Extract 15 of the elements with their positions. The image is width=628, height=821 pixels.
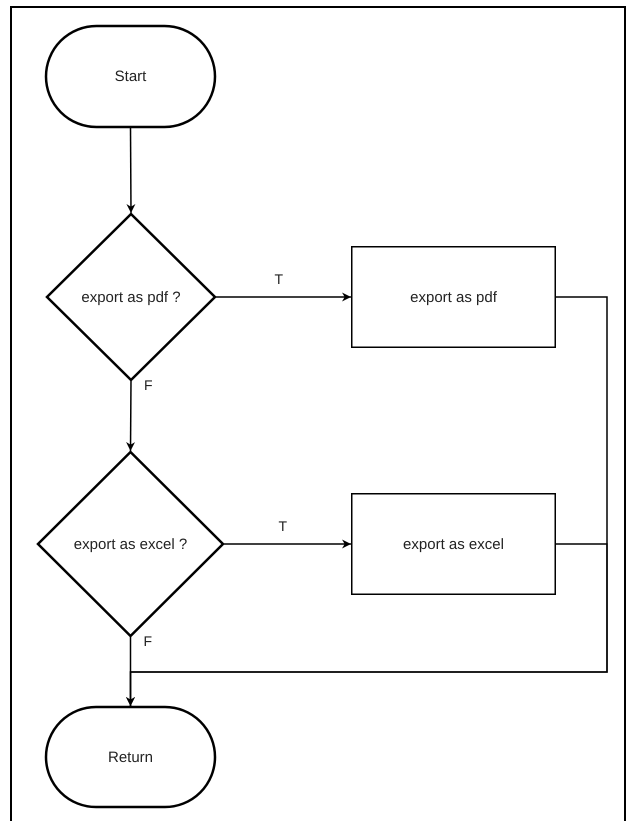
edge-label: F bbox=[142, 633, 154, 649]
connector-arrow bbox=[216, 292, 351, 302]
node-label: export as excel bbox=[403, 536, 504, 552]
edge-label: T bbox=[274, 271, 284, 287]
connector-arrow bbox=[126, 543, 608, 706]
connector-arrow bbox=[126, 128, 136, 213]
node-label: export as pdf ? bbox=[81, 288, 181, 306]
edge-label: T bbox=[278, 518, 288, 534]
edge-label: F bbox=[143, 377, 154, 393]
connector-arrow bbox=[224, 540, 351, 548]
connector-arrow bbox=[126, 381, 136, 451]
node-label: export as pdf bbox=[410, 288, 497, 306]
node-label: Start bbox=[114, 68, 146, 85]
node-label: Return bbox=[108, 748, 154, 766]
node-label: export as excel ? bbox=[74, 536, 188, 552]
